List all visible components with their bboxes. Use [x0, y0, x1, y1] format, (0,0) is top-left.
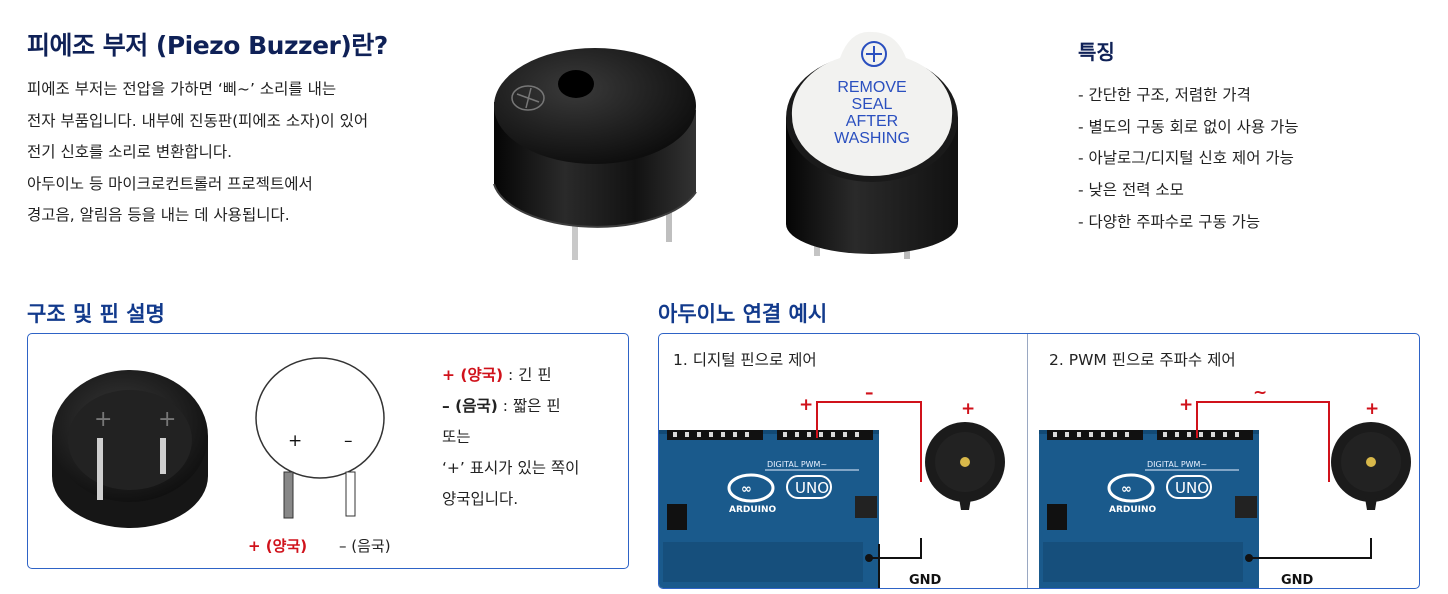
svg-text:∞: ∞ [741, 482, 752, 497]
diagram-minus-label: – (음국) [339, 537, 391, 555]
intro-line: 전기 신호를 소리로 변환합니다. [27, 143, 233, 161]
panel2-wiring-diagram: DIGITAL PWM~ ∞ UNO ARDUINO + ~ + GND [1039, 383, 1411, 588]
feature-item: - 별도의 구동 회로 없이 사용 가능 [1078, 117, 1299, 136]
feature-item: - 다양한 주파수로 구동 가능 [1078, 212, 1261, 231]
board-label: DIGITAL PWM~ [1147, 460, 1207, 469]
features-title: 특징 [1078, 40, 1115, 64]
pin-diagram: + – [255, 357, 385, 519]
pin-description: + (양국) : 긴 핀 – (음국) : 짧은 핀 또는 ‘+’ 표시가 있는… [442, 360, 579, 515]
buzzer-sealed-image: REMOVE SEAL AFTER WASHING [786, 31, 958, 259]
wire-plus-right: + [961, 399, 975, 419]
panel2-title: 2. PWM 핀으로 주파수 제어 [1049, 351, 1236, 369]
arduino-section-title: 아두이노 연결 예시 [658, 302, 828, 326]
pin-desc-line: + (양국) : 긴 핀 [442, 366, 552, 384]
diagram-plus-symbol: + [288, 431, 302, 451]
panel1-title: 1. 디지털 핀으로 제어 [673, 351, 817, 369]
pin-desc-line: 또는 [442, 428, 471, 446]
intro-line: 경고음, 알림음 등을 내는 데 사용됩니다. [27, 206, 290, 224]
feature-item: - 아날로그/디지털 신호 제어 가능 [1078, 149, 1294, 168]
wire-plus-right: + [1365, 399, 1379, 419]
page-title: 피에조 부저 (Piezo Buzzer)란? [27, 31, 388, 60]
buzzer-top-image [493, 48, 697, 260]
diagram-plus-label: + (양국) [248, 537, 308, 555]
features-list: - 간단한 구조, 저렴한 가격 - 별도의 구동 회로 없이 사용 가능 - … [1078, 80, 1299, 239]
diagram-minus-symbol: – [344, 431, 353, 451]
feature-item: - 낮은 전력 소모 [1078, 181, 1184, 200]
panel-divider [1027, 334, 1028, 588]
pin-desc-line: 양국입니다. [442, 490, 519, 508]
seal-text-line1: REMOVE [837, 79, 906, 96]
intro-line: 아두이노 등 마이크로컨트롤러 프로젝트에서 [27, 174, 313, 193]
wire-plus-left: + [799, 395, 813, 415]
intro-line: 전자 부품입니다. 내부에 진동판(피에조 소자)이 있어 [27, 111, 369, 130]
panel1-wiring-diagram: DIGITAL PWM~ ∞ UNO ARDUINO + – + GND [659, 383, 1005, 588]
wire-tilde-top: ~ [1253, 383, 1267, 403]
intro-text: 피에조 부저는 전압을 가하면 ‘삐~’ 소리를 내는 전자 부품입니다. 내부… [27, 74, 447, 232]
board-model: UNO [795, 479, 829, 497]
structure-section-title: 구조 및 핀 설명 [27, 302, 165, 326]
gnd-label: GND [909, 573, 942, 588]
svg-text:∞: ∞ [1121, 482, 1132, 497]
svg-text:+: + [158, 407, 176, 432]
wire-minus-top: – [865, 383, 874, 403]
board-label: DIGITAL PWM~ [767, 460, 827, 469]
buzzer-bottom-image: + + [52, 370, 208, 528]
wire-plus-left: + [1179, 395, 1193, 415]
arduino-panel: 1. 디지털 핀으로 제어 DIGITAL PWM~ ∞ UNO ARDUINO [658, 333, 1420, 589]
pin-desc-line: ‘+’ 표시가 있는 쪽이 [442, 459, 580, 477]
seal-text-line3: AFTER [846, 113, 898, 130]
structure-panel: + + + – + (양국) – (음국) + (양국) : 긴 핀 – (음국… [27, 333, 629, 569]
feature-item: - 간단한 구조, 저렴한 가격 [1078, 86, 1251, 104]
intro-line: 피에조 부저는 전압을 가하면 ‘삐~’ 소리를 내는 [27, 80, 337, 98]
board-model: UNO [1175, 479, 1209, 497]
pin-desc-line: – (음국) : 짧은 핀 [442, 397, 561, 415]
board-brand: ARDUINO [1109, 505, 1157, 515]
seal-text-line4: WASHING [834, 130, 910, 147]
gnd-label: GND [1281, 573, 1314, 588]
svg-text:+: + [94, 407, 112, 432]
seal-text-line2: SEAL [852, 96, 893, 113]
board-brand: ARDUINO [729, 505, 777, 515]
